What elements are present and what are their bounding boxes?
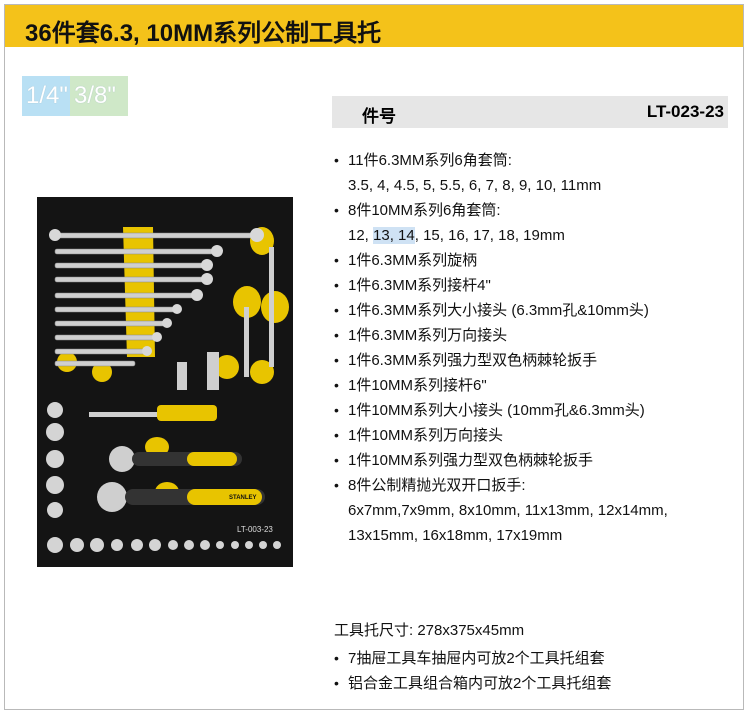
part-number-value: LT-023-23 — [646, 102, 724, 121]
list-item: 1件6.3MM系列旋柄 — [334, 248, 744, 273]
list-item: 1件10MM系列接杆6" — [334, 373, 744, 398]
note-item: 铝合金工具组合箱内可放2个工具托组套 — [334, 671, 611, 696]
list-item: 8件公制精抛光双开口扳手: — [334, 473, 744, 498]
tool-tray-image: LT-003-23 STANLEY — [37, 197, 293, 567]
tray-model-label: LT-003-23 — [237, 525, 273, 534]
list-item: 1件6.3MM系列强力型双色柄棘轮扳手 — [334, 348, 744, 373]
notes-list: 7抽屉工具车抽屉内可放2个工具托组套 铝合金工具组合箱内可放2个工具托组套 — [334, 646, 611, 696]
list-item: 1件10MM系列强力型双色柄棘轮扳手 — [334, 448, 744, 473]
tray-brand-label: STANLEY — [229, 495, 257, 501]
size-tag-three-eighths: 3/8" — [70, 76, 128, 116]
list-item: 1件10MM系列大小接头 (10mm孔&6.3mm头) — [334, 398, 744, 423]
tray-dimensions: 工具托尺寸: 278x375x45mm — [334, 622, 525, 639]
list-item: 8件10MM系列6角套筒: — [334, 198, 744, 223]
size-tag-quarter: 1/4" — [22, 76, 76, 116]
list-item: 1件10MM系列万向接头 — [334, 423, 744, 448]
part-number-header: 件号 LT-023-23 — [332, 96, 728, 128]
part-number-key: 件号 — [362, 107, 396, 126]
list-item: 11件6.3MM系列6角套筒: — [334, 148, 744, 173]
list-item: 1件6.3MM系列万向接头 — [334, 323, 744, 348]
list-item-detail: 3.5, 4, 4.5, 5, 5.5, 6, 7, 8, 9, 10, 11m… — [348, 177, 602, 194]
highlighted-sizes: 13, 14 — [373, 227, 415, 244]
title-bar: 36件套6.3, 10MM系列公制工具托 — [5, 5, 743, 47]
list-item-detail: 13x15mm, 16x18mm, 17x19mm — [348, 527, 563, 544]
list-item-detail: 12, 13, 14, 15, 16, 17, 18, 19mm — [348, 227, 565, 244]
list-item-detail: 6x7mm,7x9mm, 8x10mm, 11x13mm, 12x14mm, — [348, 502, 668, 519]
list-item: 1件6.3MM系列大小接头 (6.3mm孔&10mm头) — [334, 298, 744, 323]
contents-list: 11件6.3MM系列6角套筒: 3.5, 4, 4.5, 5, 5.5, 6, … — [334, 148, 744, 548]
page-title: 36件套6.3, 10MM系列公制工具托 — [25, 20, 382, 47]
note-item: 7抽屉工具车抽屉内可放2个工具托组套 — [334, 646, 611, 671]
list-item: 1件6.3MM系列接杆4" — [334, 273, 744, 298]
